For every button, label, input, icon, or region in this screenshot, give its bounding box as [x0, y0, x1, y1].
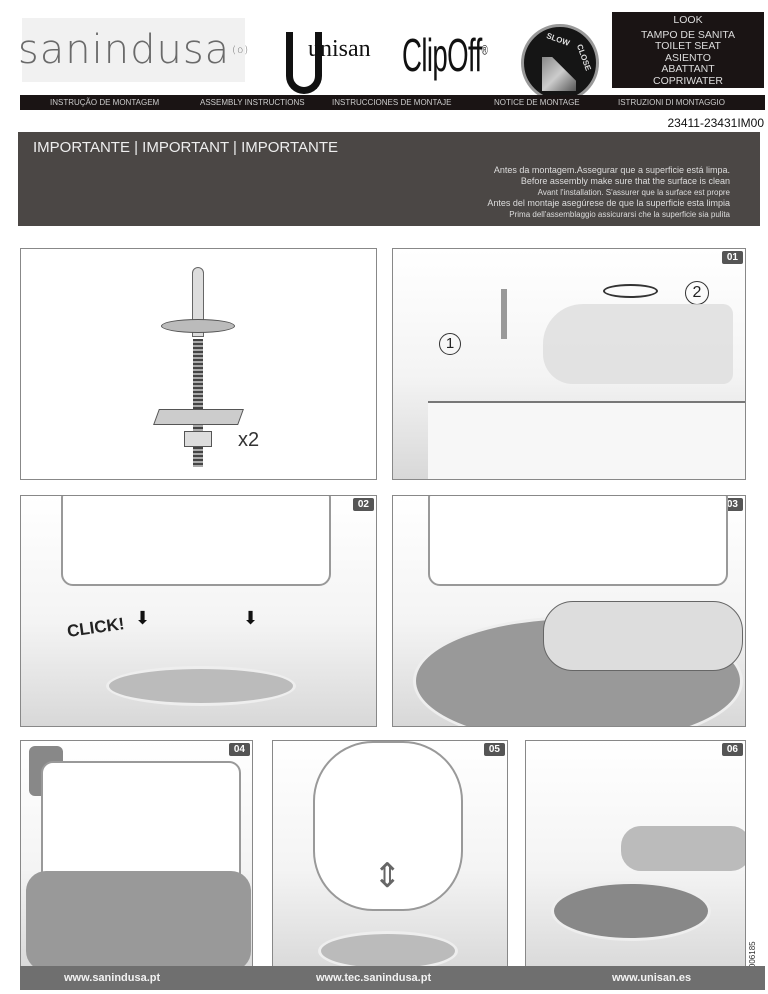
hands-illustration — [543, 304, 733, 384]
clipoff-logo-text: ClipOff — [402, 29, 482, 81]
footer: www.sanindusa.pt www.tec.sanindusa.pt ww… — [20, 966, 765, 990]
important-line: Antes da montagem.Assegurar que a superf… — [493, 165, 730, 175]
seat-illustration — [41, 761, 241, 891]
instructions-en: ASSEMBLY INSTRUCTIONS — [200, 98, 305, 107]
product-line: TOILET SEAT — [655, 40, 721, 52]
slow-text: SLOW — [545, 31, 571, 48]
step-number: 06 — [721, 743, 743, 756]
toilet-illustration — [428, 401, 745, 479]
step-marker-1: 1 — [439, 333, 461, 355]
unisan-logo: unisan — [282, 22, 371, 107]
clip-plate-icon — [153, 409, 244, 425]
product-line: ASIENTO — [665, 51, 711, 64]
step-number: 01 — [721, 251, 743, 264]
product-line: ABATTANT — [661, 63, 715, 75]
wrench-hand-illustration — [543, 601, 743, 671]
important-box: IMPORTANTE | IMPORTANT | IMPORTANTE Ante… — [18, 132, 760, 226]
step-06-panel: 06 — [525, 740, 746, 975]
product-box: LOOK TAMPO DE SANITA TOILET SEAT ASIENTO… — [612, 12, 764, 88]
step-marker-2: 2 — [685, 281, 709, 305]
document-code: 23411-23431IM00 — [667, 116, 764, 130]
threaded-rod-icon — [193, 339, 203, 467]
instructions-it: ISTRUZIONI DI MONTAGGIO — [618, 98, 725, 107]
close-text: CLOSE — [574, 43, 593, 72]
click-label: CLICK! — [65, 614, 126, 641]
instructions-pt: INSTRUÇÃO DE MONTAGEM — [50, 98, 160, 107]
bowl-illustration — [318, 931, 458, 971]
product-line: TAMPO DE SANITA — [640, 28, 736, 41]
step-01-panel: 01 1 2 — [392, 248, 746, 480]
seat-illustration — [428, 496, 728, 586]
step-04-panel: 04 — [20, 740, 253, 975]
step-number: 04 — [228, 743, 250, 756]
important-line: Prima dell'assemblaggio assicurarsi che … — [509, 210, 730, 219]
important-heading: IMPORTANTE | IMPORTANT | IMPORTANTE — [33, 139, 339, 156]
footer-link-sanindusa[interactable]: www.sanindusa.pt — [64, 972, 161, 984]
sanindusa-logo: sanindusa(o) — [18, 18, 248, 82]
clipoff-logo: ClipOff® — [402, 29, 488, 81]
important-line: Avant l'installation. S'assurer que la s… — [537, 188, 730, 197]
seat-illustration — [313, 741, 463, 911]
instructions-fr: NOTICE DE MONTAGE — [494, 98, 580, 107]
step-02-panel: 02 ⬇ ⬇ CLICK! — [20, 495, 377, 727]
product-line: LOOK — [673, 14, 703, 26]
bowl-illustration — [551, 881, 711, 941]
step-number: 05 — [483, 743, 505, 756]
footer-link-tec[interactable]: www.tec.sanindusa.pt — [316, 972, 432, 984]
nut-icon — [184, 431, 212, 447]
important-line: Antes del montaje asegúrese de que la su… — [487, 198, 730, 208]
cleaning-hand-illustration — [621, 826, 745, 871]
down-arrow-icon: ⬇ — [135, 608, 151, 628]
rotate-arrow-icon — [603, 284, 658, 298]
seat-illustration — [61, 496, 331, 586]
sanindusa-logo-text: sanindusa — [17, 27, 231, 73]
product-line: COPRIWATER — [653, 74, 723, 87]
bowl-illustration — [106, 666, 296, 706]
quantity-label: x2 — [238, 429, 260, 451]
parts-panel: x2 — [20, 248, 377, 480]
unisan-logo-text: unisan — [308, 36, 371, 62]
step-03-panel: 03 — [392, 495, 746, 727]
down-arrow-icon: ⬇ — [243, 608, 259, 628]
up-down-arrow-icon: ⇕ — [373, 857, 402, 895]
hands-illustration — [26, 871, 251, 971]
washer-icon — [161, 319, 235, 333]
footer-link-unisan[interactable]: www.unisan.es — [612, 972, 692, 984]
instructions-bar: INSTRUÇÃO DE MONTAGEM ASSEMBLY INSTRUCTI… — [20, 95, 765, 110]
important-line: Before assembly make sure that the surfa… — [520, 176, 730, 186]
bolt-icon — [501, 289, 507, 339]
step-05-panel: 05 ⇕ — [272, 740, 508, 975]
step-number: 02 — [352, 498, 374, 511]
instructions-es: INSTRUCCIONES DE MONTAJE — [332, 98, 452, 107]
